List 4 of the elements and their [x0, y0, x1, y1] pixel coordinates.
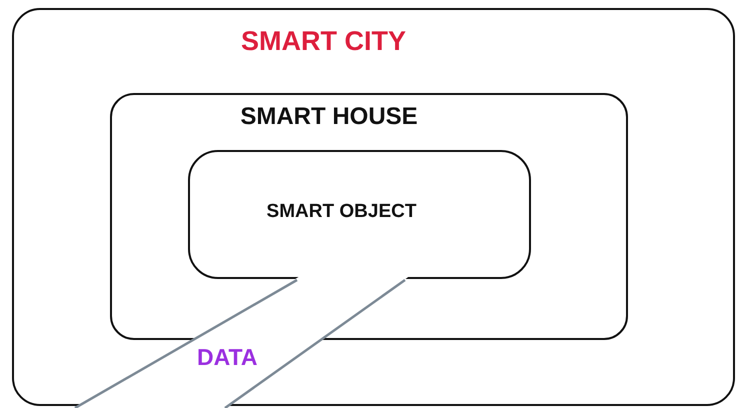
- box-title: SMART OBJECT: [266, 201, 416, 223]
- box-title: SMART CITY: [241, 26, 406, 57]
- data-label: DATA: [197, 344, 258, 371]
- box-title: SMART HOUSE: [240, 103, 418, 131]
